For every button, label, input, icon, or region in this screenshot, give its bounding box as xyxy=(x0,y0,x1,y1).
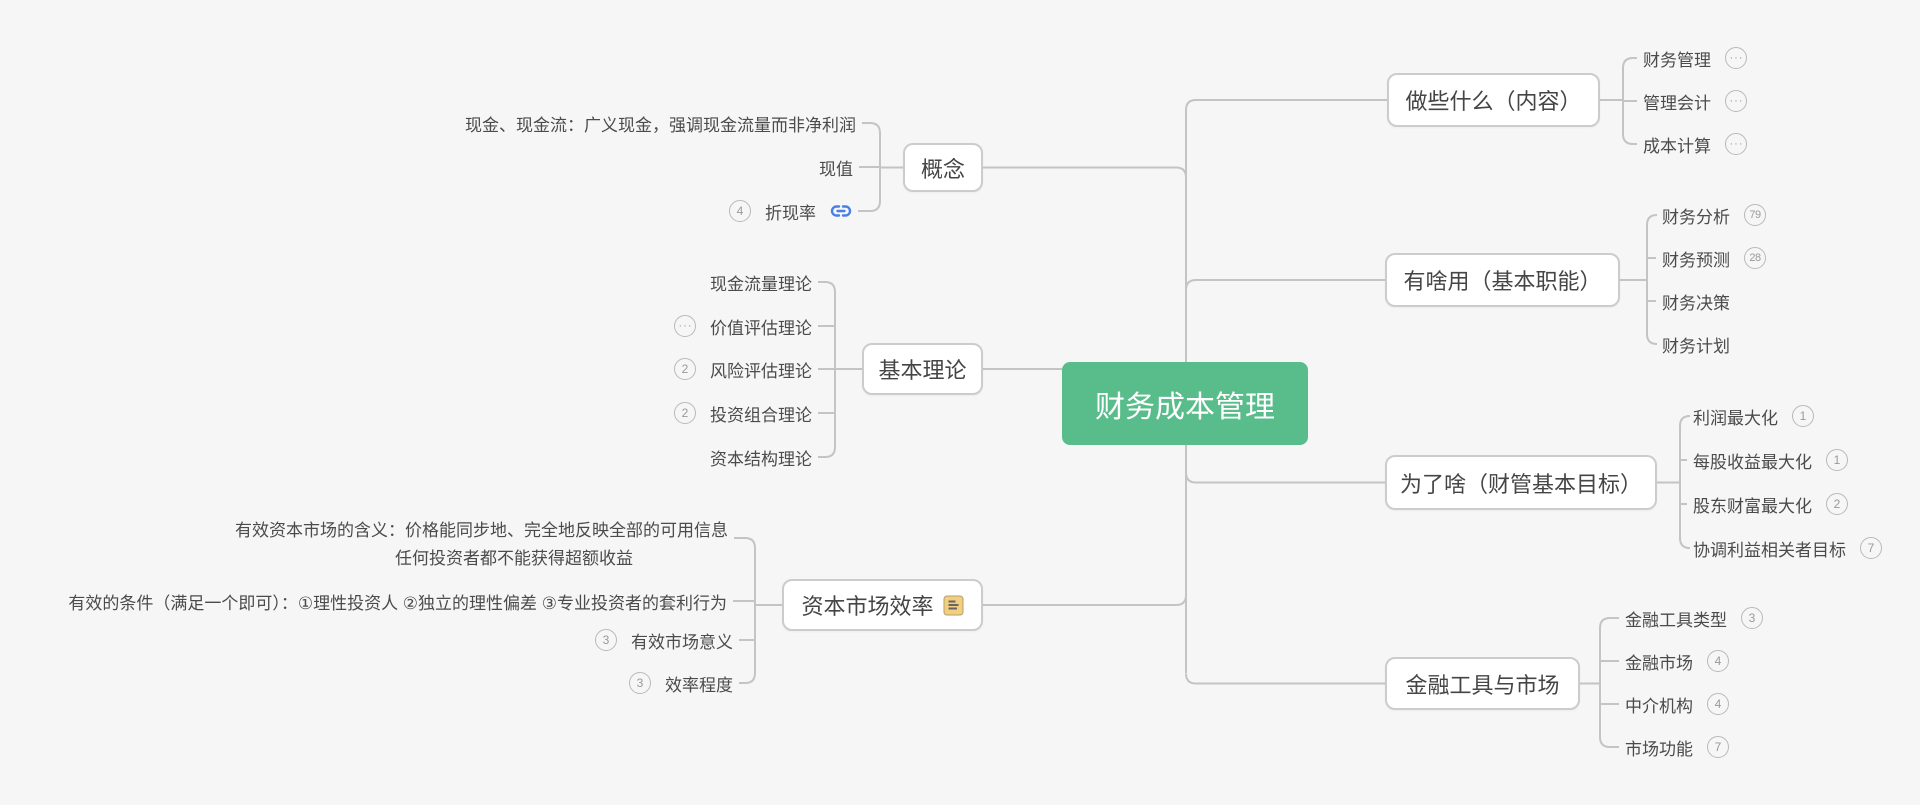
child-topic[interactable]: 现值 xyxy=(819,154,853,180)
child-topic[interactable]: 任何投资者都不能获得超额收益 xyxy=(395,543,633,569)
child-topic-label: 协调利益相关者目标 xyxy=(1693,540,1846,560)
branch-topic-label: 概念 xyxy=(920,156,965,182)
count-badge[interactable]: 4 xyxy=(729,200,751,222)
child-topic-label: 利润最大化 xyxy=(1693,408,1778,428)
count-badge[interactable]: 4 xyxy=(1707,693,1729,715)
child-topic-label: 风险评估理论 xyxy=(710,361,812,381)
child-topic[interactable]: 资本结构理论 xyxy=(710,444,812,470)
child-topic[interactable]: 有效的条件（满足一个即可）：①理性投资人 ②独立的理性偏差 ③专业投资者的套利行… xyxy=(68,588,727,614)
child-topic[interactable]: 利润最大化 1 xyxy=(1693,403,1814,429)
branch-topic-label: 金融工具与市场 xyxy=(1405,672,1560,698)
link-icon[interactable] xyxy=(830,203,852,219)
child-topic-label: 有效的条件（满足一个即可）：①理性投资人 ②独立的理性偏差 ③专业投资者的套利行… xyxy=(68,593,727,613)
ellipsis-badge[interactable]: ··· xyxy=(1725,47,1747,69)
child-topic-label: 投资组合理论 xyxy=(710,405,812,425)
branch-topic-functions[interactable]: 有啥用（基本职能） xyxy=(1385,253,1620,307)
branch-topic-contents[interactable]: 做些什么（内容） xyxy=(1387,73,1600,127)
child-topic-label: 市场功能 xyxy=(1625,739,1693,759)
branch-topic-basic-theory[interactable]: 基本理论 xyxy=(862,343,983,395)
branch-topic-label: 资本市场效率 xyxy=(801,594,934,619)
child-topic[interactable]: 3 效率程度 xyxy=(629,670,733,696)
child-topic-label: 有效资本市场的含义：价格能同步地、完全地反映全部的可用信息 xyxy=(235,520,728,540)
branch-topic-instruments-markets[interactable]: 金融工具与市场 xyxy=(1385,657,1580,710)
count-badge[interactable]: 3 xyxy=(595,629,617,651)
child-topic[interactable]: 财务预测 28 xyxy=(1662,245,1766,271)
count-badge[interactable]: 3 xyxy=(1741,607,1763,629)
child-topic[interactable]: 市场功能 7 xyxy=(1625,734,1729,760)
ellipsis-badge[interactable]: ··· xyxy=(1725,90,1747,112)
count-badge[interactable]: 1 xyxy=(1792,405,1814,427)
child-topic[interactable]: 财务管理 ··· xyxy=(1643,45,1747,71)
count-badge[interactable]: 7 xyxy=(1860,537,1882,559)
count-badge[interactable]: 1 xyxy=(1826,449,1848,471)
child-topic-label: 有效市场意义 xyxy=(631,632,733,652)
child-topic[interactable]: 4 折现率 xyxy=(729,198,852,224)
child-topic[interactable]: 每股收益最大化 1 xyxy=(1693,447,1848,473)
branch-topic-label: 做些什么（内容） xyxy=(1405,89,1582,114)
child-topic-label: 每股收益最大化 xyxy=(1693,452,1812,472)
child-topic[interactable]: ··· 价值评估理论 xyxy=(674,313,812,339)
branch-topic-concept[interactable]: 概念 xyxy=(903,143,983,192)
ellipsis-badge[interactable]: ··· xyxy=(674,315,696,337)
child-topic-label: 效率程度 xyxy=(665,675,733,695)
child-topic[interactable]: 2 风险评估理论 xyxy=(674,356,812,382)
child-topic-label: 任何投资者都不能获得超额收益 xyxy=(395,548,633,568)
child-topic-label: 财务计划 xyxy=(1662,336,1730,356)
child-topic-label: 财务管理 xyxy=(1643,50,1711,70)
branch-topic-label: 有啥用（基本职能） xyxy=(1403,269,1602,294)
child-topic[interactable]: 财务分析 79 xyxy=(1662,202,1766,228)
branch-topic-label: 为了啥（财管基本目标） xyxy=(1399,471,1642,497)
child-topic[interactable]: 金融工具类型 3 xyxy=(1625,605,1763,631)
child-topic-label: 现值 xyxy=(819,159,853,179)
child-topic[interactable]: 现金流量理论 xyxy=(710,269,812,295)
root-topic[interactable]: 财务成本管理 xyxy=(1062,362,1308,445)
child-topic[interactable]: 股东财富最大化 2 xyxy=(1693,491,1848,517)
child-topic-label: 现金流量理论 xyxy=(710,274,812,294)
child-topic[interactable]: 财务决策 xyxy=(1662,288,1730,314)
note-icon[interactable] xyxy=(943,595,964,616)
child-topic-label: 折现率 xyxy=(765,203,816,223)
child-topic[interactable]: 中介机构 4 xyxy=(1625,691,1729,717)
count-badge[interactable]: 2 xyxy=(1826,493,1848,515)
child-topic[interactable]: 3 有效市场意义 xyxy=(595,627,733,653)
ellipsis-badge[interactable]: ··· xyxy=(1725,133,1747,155)
child-topic[interactable]: 成本计算 ··· xyxy=(1643,131,1747,157)
child-topic[interactable]: 管理会计 ··· xyxy=(1643,88,1747,114)
count-badge[interactable]: 3 xyxy=(629,672,651,694)
child-topic-label: 财务决策 xyxy=(1662,293,1730,313)
branch-topic-label: 基本理论 xyxy=(878,358,967,383)
child-topic[interactable]: 现金、现金流：广义现金，强调现金流量而非净利润 xyxy=(465,110,856,136)
child-topic-label: 管理会计 xyxy=(1643,93,1711,113)
child-topic[interactable]: 金融市场 4 xyxy=(1625,648,1729,674)
child-topic-label: 金融市场 xyxy=(1625,653,1693,673)
child-topic[interactable]: 有效资本市场的含义：价格能同步地、完全地反映全部的可用信息 xyxy=(235,515,728,541)
child-topic-label: 金融工具类型 xyxy=(1625,610,1727,630)
root-topic-label: 财务成本管理 xyxy=(1095,390,1275,424)
count-badge[interactable]: 2 xyxy=(674,402,696,424)
child-topic[interactable]: 协调利益相关者目标 7 xyxy=(1693,535,1882,561)
count-badge[interactable]: 28 xyxy=(1744,247,1766,269)
count-badge[interactable]: 2 xyxy=(674,358,696,380)
child-topic-label: 财务分析 xyxy=(1662,207,1730,227)
child-topic-label: 成本计算 xyxy=(1643,136,1711,156)
child-topic[interactable]: 2 投资组合理论 xyxy=(674,400,812,426)
child-topic-label: 现金、现金流：广义现金，强调现金流量而非净利润 xyxy=(465,115,856,135)
child-topic-label: 资本结构理论 xyxy=(710,449,812,469)
count-badge[interactable]: 7 xyxy=(1707,736,1729,758)
branch-topic-capital-market-efficiency[interactable]: 资本市场效率 xyxy=(782,579,983,631)
child-topic-label: 价值评估理论 xyxy=(710,318,812,338)
child-topic[interactable]: 财务计划 xyxy=(1662,331,1730,357)
count-badge[interactable]: 4 xyxy=(1707,650,1729,672)
child-topic-label: 股东财富最大化 xyxy=(1693,496,1812,516)
count-badge[interactable]: 79 xyxy=(1744,204,1766,226)
branch-topic-goals[interactable]: 为了啥（财管基本目标） xyxy=(1385,455,1657,510)
child-topic-label: 中介机构 xyxy=(1625,696,1693,716)
child-topic-label: 财务预测 xyxy=(1662,250,1730,270)
